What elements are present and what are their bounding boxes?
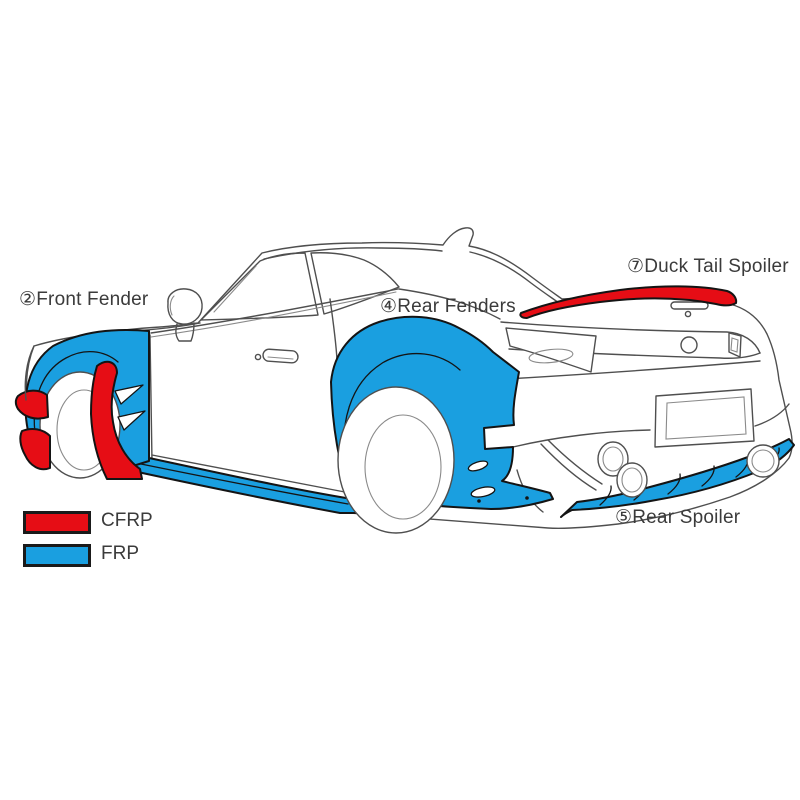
callout-front-fender: ②Front Fender (19, 289, 149, 310)
callout-rear-fenders: ④Rear Fenders (380, 296, 516, 317)
quarter-window (310, 252, 400, 315)
front-canard-upper (14, 389, 49, 420)
door-handle (254, 348, 299, 364)
legend-swatch-frp (23, 544, 91, 567)
trunk-bottom-line (505, 360, 761, 380)
front-fender-louvers (114, 384, 146, 431)
trunk-keyhole (684, 310, 692, 318)
front-door-seam (149, 334, 153, 463)
rear-badge (680, 336, 698, 354)
bumper-corner-line-2 (547, 439, 603, 485)
far-a-pillar-line (213, 265, 257, 313)
legend-swatch-cfrp (23, 511, 91, 534)
bumper-corner-line-1 (540, 443, 597, 491)
legend-label-frp: FRP (101, 543, 139, 564)
rear-fender-vents (467, 460, 529, 503)
front-fender-rear-section (90, 360, 143, 480)
roof-drip-rail (263, 247, 443, 260)
rear-glass-inner-line (469, 251, 560, 304)
duck-tail-spoiler (519, 285, 738, 319)
front-canard-lower (19, 427, 51, 471)
taillight-band-top (500, 321, 761, 354)
right-taillight (728, 332, 742, 358)
license-recess-outer (654, 388, 755, 448)
rear-fascia (500, 301, 790, 448)
door-window (200, 252, 319, 321)
rear-wheel (337, 386, 455, 534)
callout-duck-tail-spoiler: ⑦Duck Tail Spoiler (627, 256, 789, 277)
callout-rear-spoiler: ⑤Rear Spoiler (615, 507, 741, 528)
beltline-upper (150, 288, 399, 334)
bumper-crease-right (754, 403, 790, 427)
side-mirror (167, 288, 203, 342)
bumper-crease-left (512, 429, 651, 448)
right-taillight-lens (730, 337, 739, 353)
greenhouse (200, 247, 560, 321)
left-taillight-lens (528, 348, 574, 364)
rear-shoulder-line (398, 288, 501, 320)
plate-light-garnish (670, 301, 709, 310)
beltline-lower (150, 291, 397, 338)
nose-edge-line (24, 345, 35, 401)
exhaust-tip-right (746, 444, 780, 478)
legend-label-cfrp: CFRP (101, 510, 153, 531)
rear-spoiler-diffuser (560, 438, 795, 518)
side-skirt-seam (140, 463, 349, 505)
exhaust-tips-left (597, 441, 648, 498)
license-recess-inner (665, 396, 747, 440)
rocker-line (151, 454, 351, 494)
rear-door-seam (329, 298, 338, 361)
